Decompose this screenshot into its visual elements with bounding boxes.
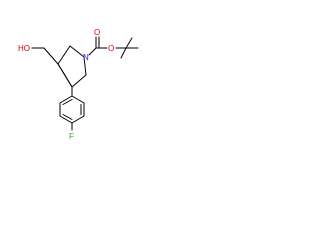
fluorine-label: F (69, 132, 74, 141)
bond-ring-6-inner (62, 99, 73, 105)
bond-ring-6 (59, 95, 73, 104)
bond-ring-4 (59, 115, 73, 124)
bond-ring-1 (71, 95, 85, 104)
bond-c2-c1 (71, 74, 87, 88)
bond-c7-c1 (62, 71, 73, 88)
bond-c6-n (69, 45, 85, 58)
ester-oxygen-label: O (108, 44, 114, 53)
bond-ring-4-inner (62, 114, 73, 120)
molecule-structure: HO N O O F (18, 28, 139, 141)
bond-c5-c6 (57, 45, 71, 65)
bond-ring-3 (71, 115, 85, 124)
nitrogen-label: N (83, 53, 89, 62)
bond-tbu-methyl-2 (125, 37, 133, 49)
carbonyl-oxygen-label: O (94, 28, 100, 37)
hydroxyl-label: HO (18, 44, 30, 53)
bond-n-carbonyl (88, 47, 97, 56)
bond-tbu-methyl-3 (120, 47, 127, 59)
bond-c5-c7 (57, 63, 64, 73)
bond-n-c2 (83, 56, 87, 76)
bond-ch2-c5 (43, 47, 59, 65)
